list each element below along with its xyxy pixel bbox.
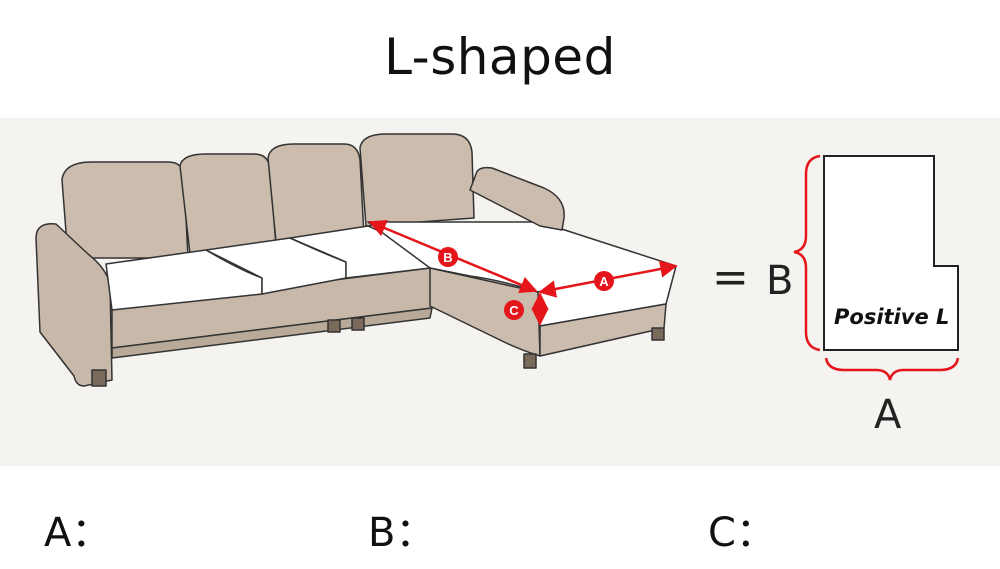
side-a-label: A: [874, 392, 902, 438]
leg-chaise-front: [523, 353, 537, 369]
brace-a: [824, 357, 960, 381]
svg-text:A: A: [599, 274, 609, 289]
side-b-label: B: [766, 258, 794, 304]
marker-b: B: [438, 247, 458, 267]
brace-b: [793, 154, 821, 352]
field-b-label: B：: [368, 510, 436, 556]
l-shape-outline: [823, 155, 959, 351]
leg-chaise-right: [651, 327, 665, 341]
back-cushion-2: [179, 153, 277, 255]
measurements: B A C: [368, 219, 678, 326]
leg-front-left: [91, 369, 107, 387]
sofa-illustration: [35, 133, 677, 387]
equals-sign: =: [712, 252, 749, 303]
sofa-diagram: B A C: [35, 133, 960, 387]
left-arm: [35, 223, 113, 387]
l-shape: [793, 154, 960, 381]
leg-mid-1: [327, 319, 341, 333]
svg-text:B: B: [443, 250, 452, 265]
marker-c: C: [504, 300, 524, 320]
marker-a: A: [594, 271, 614, 291]
chaise-arm: [469, 166, 565, 231]
field-a-label: A：: [44, 510, 112, 556]
leg-mid-2: [351, 317, 365, 331]
back-cushion-4: [359, 133, 475, 227]
page-title: L-shaped: [384, 28, 616, 86]
back-cushion-3: [267, 143, 365, 243]
back-cushion-1: [61, 161, 189, 259]
field-c-label: C：: [708, 510, 776, 556]
svg-text:C: C: [509, 303, 519, 318]
shape-label: Positive L: [834, 305, 950, 329]
